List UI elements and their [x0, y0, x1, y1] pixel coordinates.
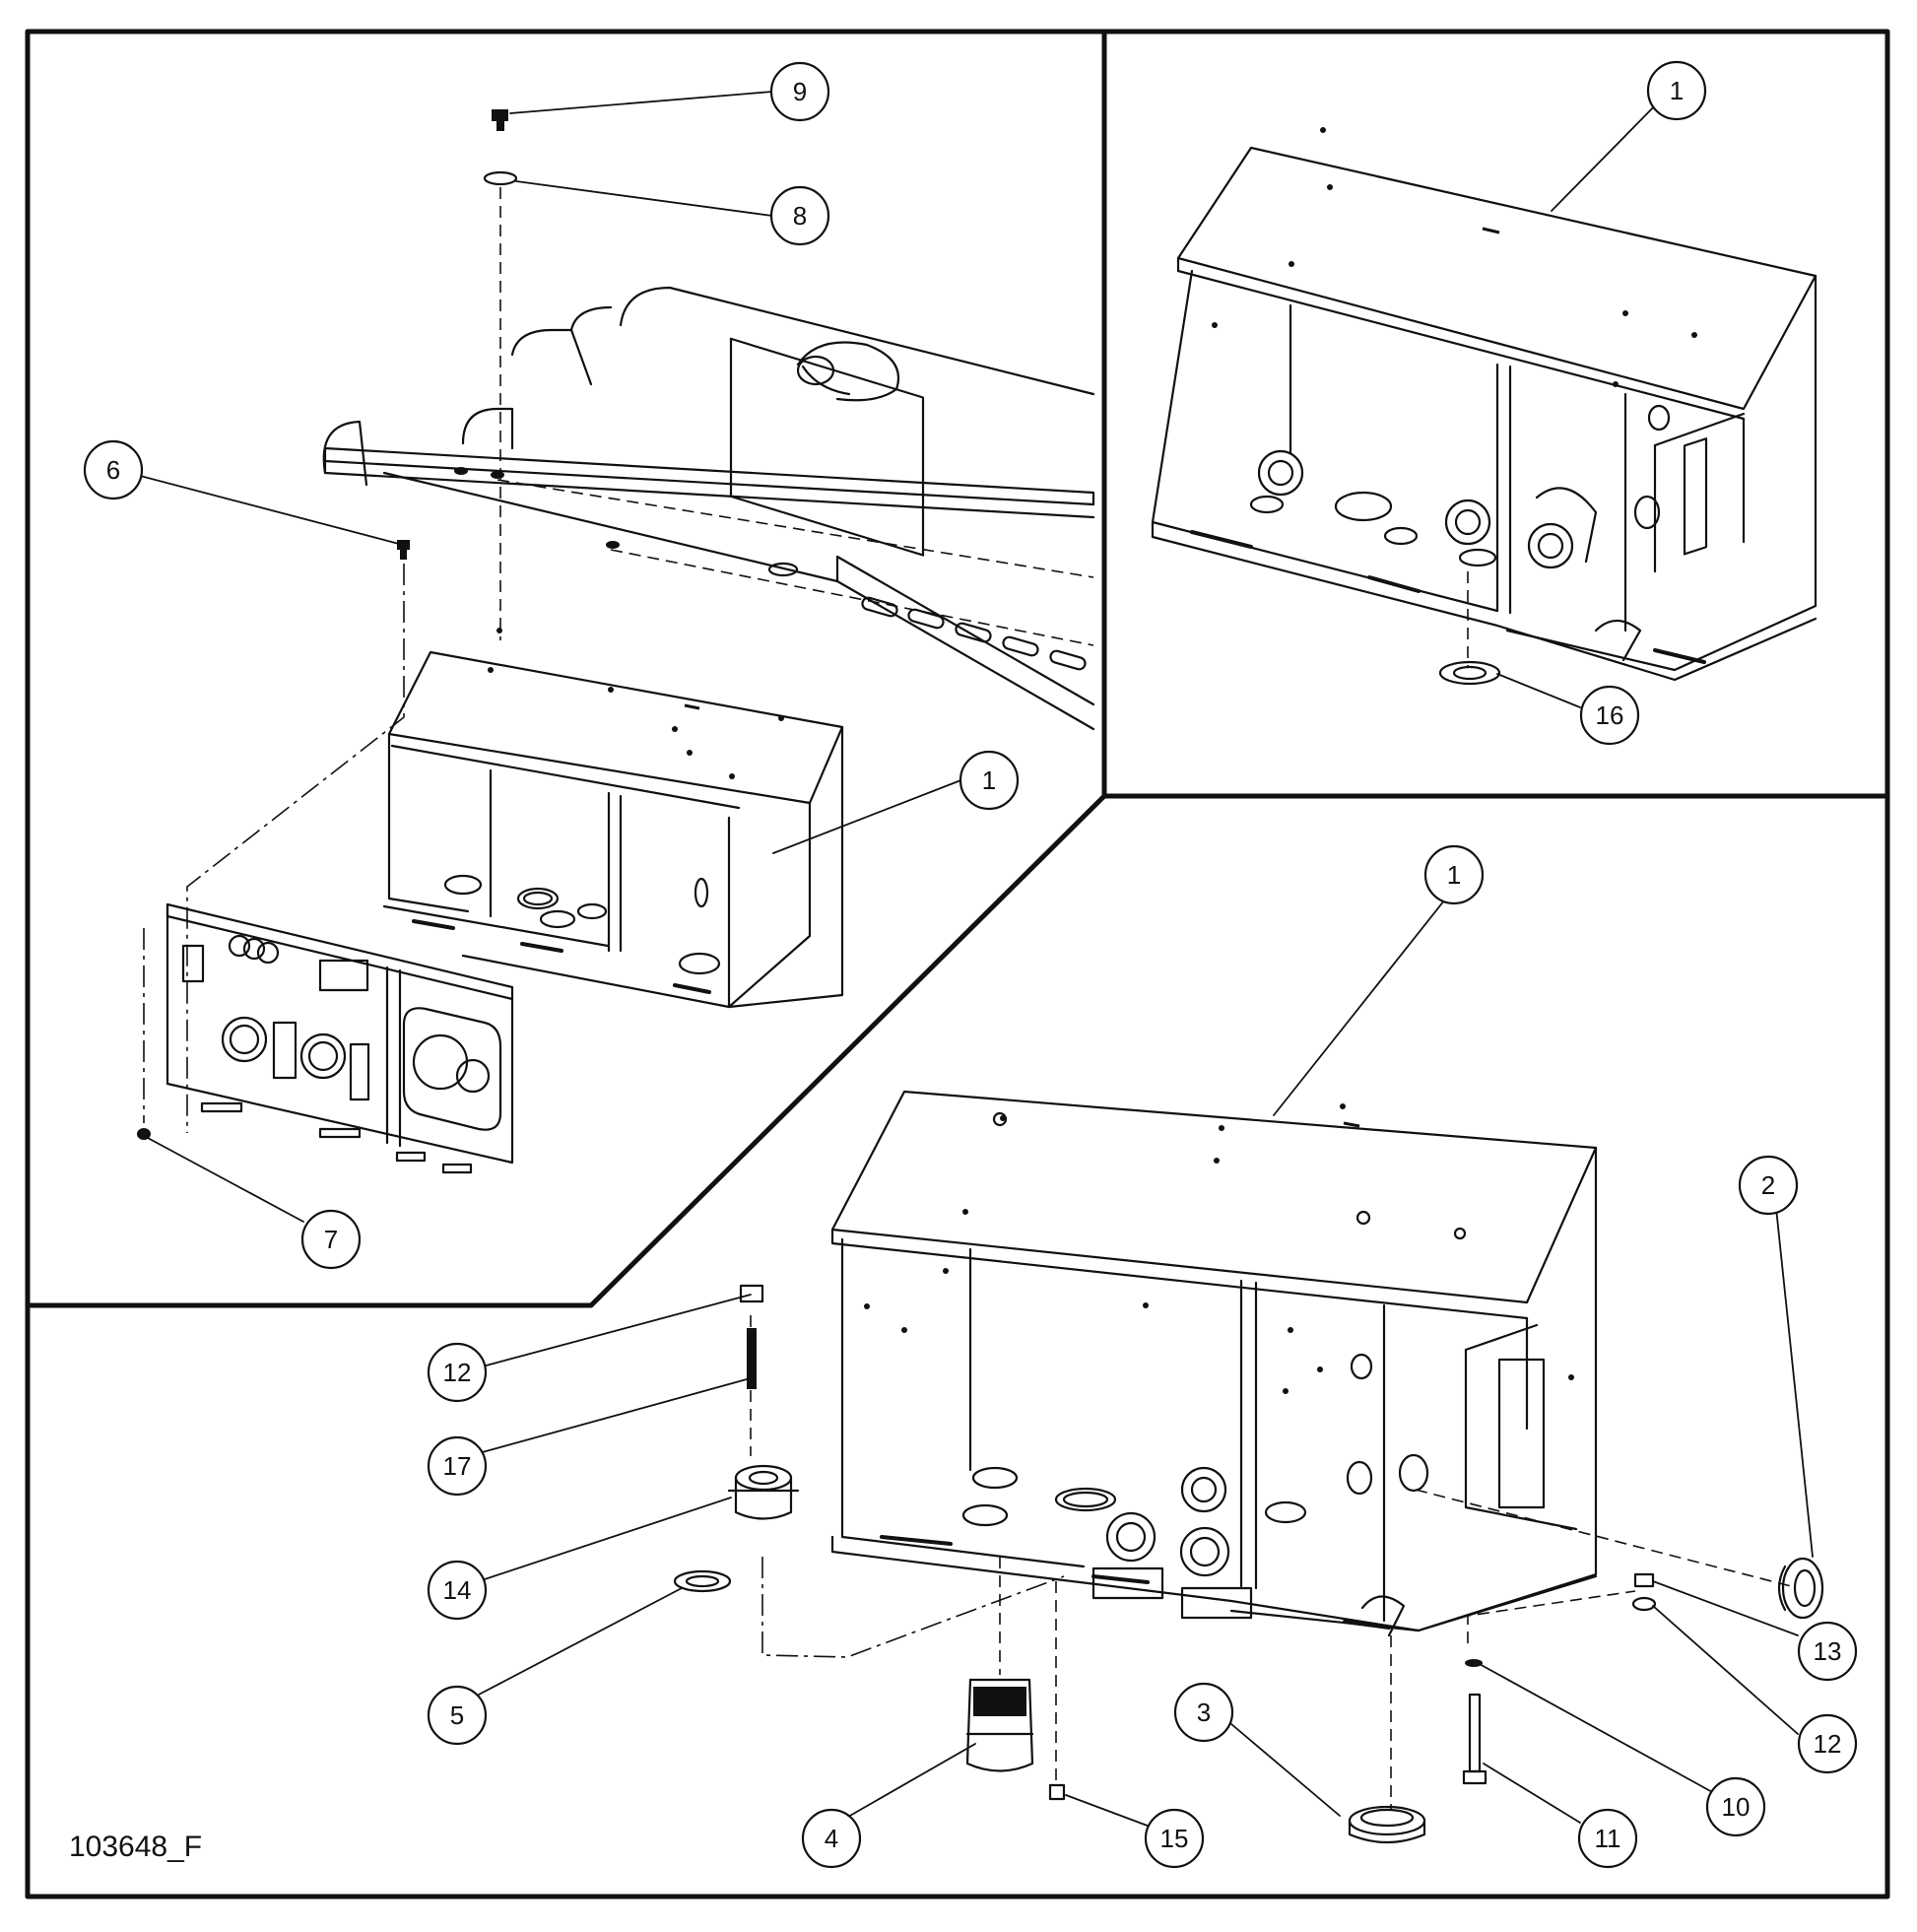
fastener-9-screw-icon — [492, 109, 508, 131]
svg-text:9: 9 — [793, 77, 807, 106]
washer-10-icon — [1465, 1659, 1483, 1667]
svg-text:10: 10 — [1722, 1792, 1751, 1822]
callout-13: 13 — [1797, 1621, 1858, 1682]
svg-text:2: 2 — [1761, 1170, 1775, 1200]
svg-text:11: 11 — [1595, 1824, 1621, 1853]
svg-text:15: 15 — [1160, 1824, 1189, 1853]
callout-5: 5 — [427, 1685, 488, 1746]
callout-14: 14 — [427, 1560, 488, 1621]
panel-frames — [25, 29, 1890, 1899]
callout-17: 17 — [427, 1435, 488, 1497]
callout-leaders — [124, 91, 1814, 1829]
svg-text:6: 6 — [106, 455, 120, 485]
enclosure-main — [750, 1090, 1792, 1811]
svg-text:1: 1 — [1670, 76, 1684, 105]
svg-text:4: 4 — [825, 1824, 838, 1853]
enclosure-small — [382, 628, 844, 1009]
svg-text:17: 17 — [443, 1451, 472, 1481]
leader-dash-6 — [186, 564, 405, 1133]
svg-text:5: 5 — [450, 1700, 464, 1730]
callout-12-upper: 12 — [427, 1342, 488, 1403]
callout-3: 3 — [1173, 1682, 1234, 1743]
nut-13-icon — [1633, 1572, 1655, 1588]
stud-17-icon — [747, 1328, 757, 1389]
screw-15-icon — [1048, 1783, 1066, 1801]
callout-12-lower: 12 — [1797, 1713, 1858, 1774]
cord-grip-4-icon — [965, 1678, 1034, 1772]
callout-8: 8 — [769, 185, 830, 246]
control-panel — [143, 902, 514, 1174]
callout-1-top-right: 1 — [1646, 60, 1707, 121]
enclosure-top-right — [1151, 127, 1818, 682]
fastener-7-screw-icon — [137, 1128, 151, 1140]
washer-12-lower-icon — [1631, 1596, 1657, 1612]
callout-10: 10 — [1705, 1776, 1766, 1837]
svg-text:1: 1 — [1447, 860, 1461, 890]
callout-1-bottom: 1 — [1423, 844, 1485, 905]
plug-2-icon — [1777, 1557, 1824, 1620]
svg-text:8: 8 — [793, 201, 807, 231]
svg-text:14: 14 — [443, 1575, 472, 1605]
svg-text:13: 13 — [1814, 1636, 1842, 1666]
grommet-3-icon — [1348, 1805, 1426, 1844]
svg-text:1: 1 — [982, 766, 996, 795]
bolt-11-icon — [1462, 1693, 1487, 1785]
callout-2: 2 — [1738, 1155, 1799, 1216]
callout-16: 16 — [1579, 685, 1640, 746]
callout-7: 7 — [300, 1209, 362, 1270]
svg-text:7: 7 — [324, 1225, 338, 1254]
callout-9: 9 — [769, 61, 830, 122]
callout-4: 4 — [801, 1808, 862, 1869]
nut-12-upper-icon — [739, 1284, 764, 1303]
grommet-16-icon — [1438, 660, 1501, 686]
callout-11: 11 — [1577, 1808, 1638, 1869]
svg-text:16: 16 — [1596, 700, 1624, 730]
bushing-14-icon — [727, 1464, 800, 1520]
svg-text:12: 12 — [1814, 1729, 1842, 1759]
fastener-6-screw-icon — [397, 540, 410, 560]
callout-1-top-left: 1 — [958, 750, 1020, 811]
locknut-5-icon — [673, 1569, 732, 1593]
drawing-number: 103648_F — [69, 1831, 202, 1863]
callout-15: 15 — [1144, 1808, 1205, 1869]
fastener-8-washer-icon — [483, 170, 518, 186]
svg-text:3: 3 — [1197, 1698, 1211, 1727]
rail-assembly — [322, 286, 1095, 731]
svg-text:12: 12 — [443, 1358, 472, 1387]
callout-6: 6 — [83, 439, 144, 500]
